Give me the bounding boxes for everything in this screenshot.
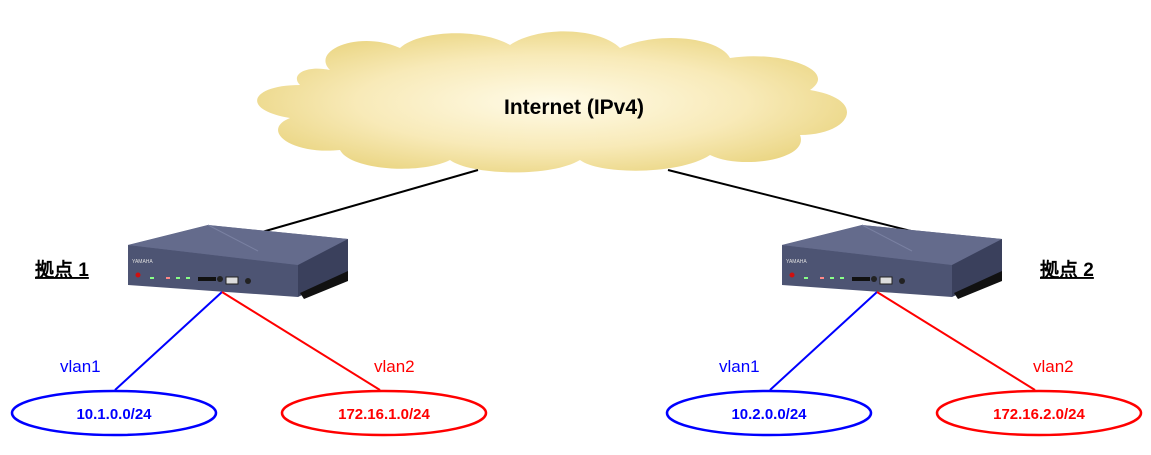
wan-link-site2 (667, 169, 916, 233)
vlan1-link-site1 (114, 291, 223, 391)
router-icon-site2 (781, 224, 1003, 300)
vlan2-network-site1 (280, 389, 488, 437)
vlan1-link-site2 (769, 291, 878, 391)
vlan2-label-site2: vlan2 (1033, 357, 1074, 376)
vlan1-network-site1 (10, 389, 218, 437)
vlan2-label-site1: vlan2 (374, 357, 415, 376)
vlan1-label-site1: vlan1 (60, 357, 101, 376)
vlan1-network-site2 (665, 389, 873, 437)
vlan2-network-label-site1: 172.16.1.0/24 (338, 406, 430, 423)
vlan2-network-site2 (935, 389, 1143, 437)
vlan2-link-site1 (221, 291, 381, 391)
internet-cloud (257, 31, 848, 173)
vlan2-link-site2 (876, 291, 1036, 391)
site2-label: 拠点 2 (1040, 258, 1094, 281)
vlan1-label-site2: vlan1 (719, 357, 760, 376)
site1-label: 拠点 1 (35, 258, 89, 281)
cloud-label: Internet (IPv4) (504, 96, 644, 119)
vlan1-network-label-site2: 10.2.0.0/24 (731, 406, 807, 423)
router-icon-site1 (127, 224, 349, 300)
vlan1-network-label-site1: 10.1.0.0/24 (76, 406, 152, 423)
wan-link-site1 (261, 169, 479, 233)
vlan2-network-label-site2: 172.16.2.0/24 (993, 406, 1085, 423)
